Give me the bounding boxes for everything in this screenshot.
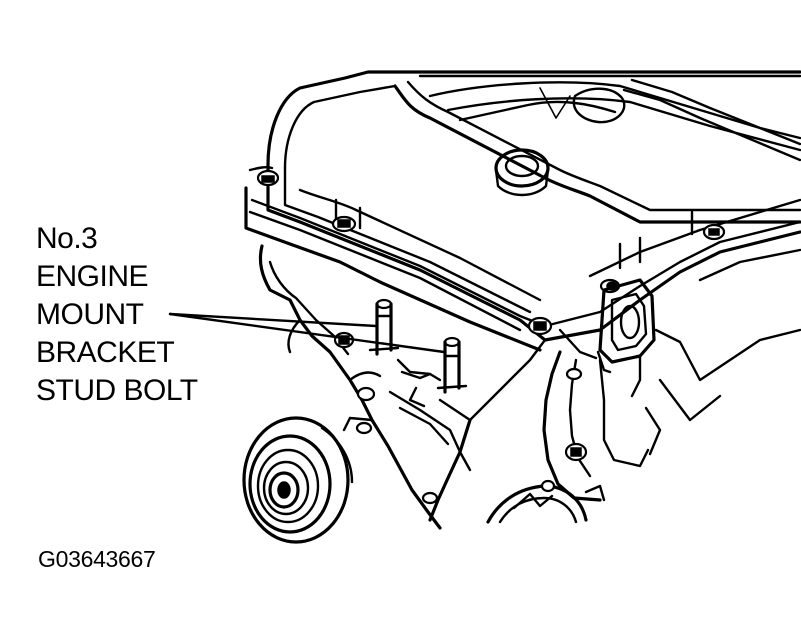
callout-line-3: MOUNT — [36, 298, 144, 331]
bolt-2 — [331, 198, 362, 233]
callout-line-4: BRACKET — [36, 336, 175, 369]
stud-bolts — [368, 298, 468, 394]
cylinder-head-cover — [248, 70, 801, 342]
engine-block — [258, 244, 547, 530]
cylinder-head-band — [244, 186, 801, 352]
figure-id: G03643667 — [38, 546, 156, 572]
right-bracket — [542, 248, 801, 502]
stud-bolt-upper — [368, 298, 400, 356]
head-cover-bolts — [256, 169, 726, 336]
lower-component — [486, 479, 606, 524]
callout-line-1: No.3 — [36, 222, 98, 255]
bolt-3 — [527, 316, 553, 336]
callout-leader-lines — [168, 312, 446, 354]
bolt-1 — [256, 169, 280, 187]
stud-bolt-lower — [436, 336, 468, 394]
bolt-4 — [690, 210, 726, 241]
callout-line-5: STUD BOLT — [36, 374, 198, 407]
callout-label: No.3 ENGINE MOUNT BRACKET STUD BOLT — [36, 220, 198, 410]
callout-line-2: ENGINE — [36, 260, 149, 293]
crankshaft-pulley — [242, 416, 354, 544]
